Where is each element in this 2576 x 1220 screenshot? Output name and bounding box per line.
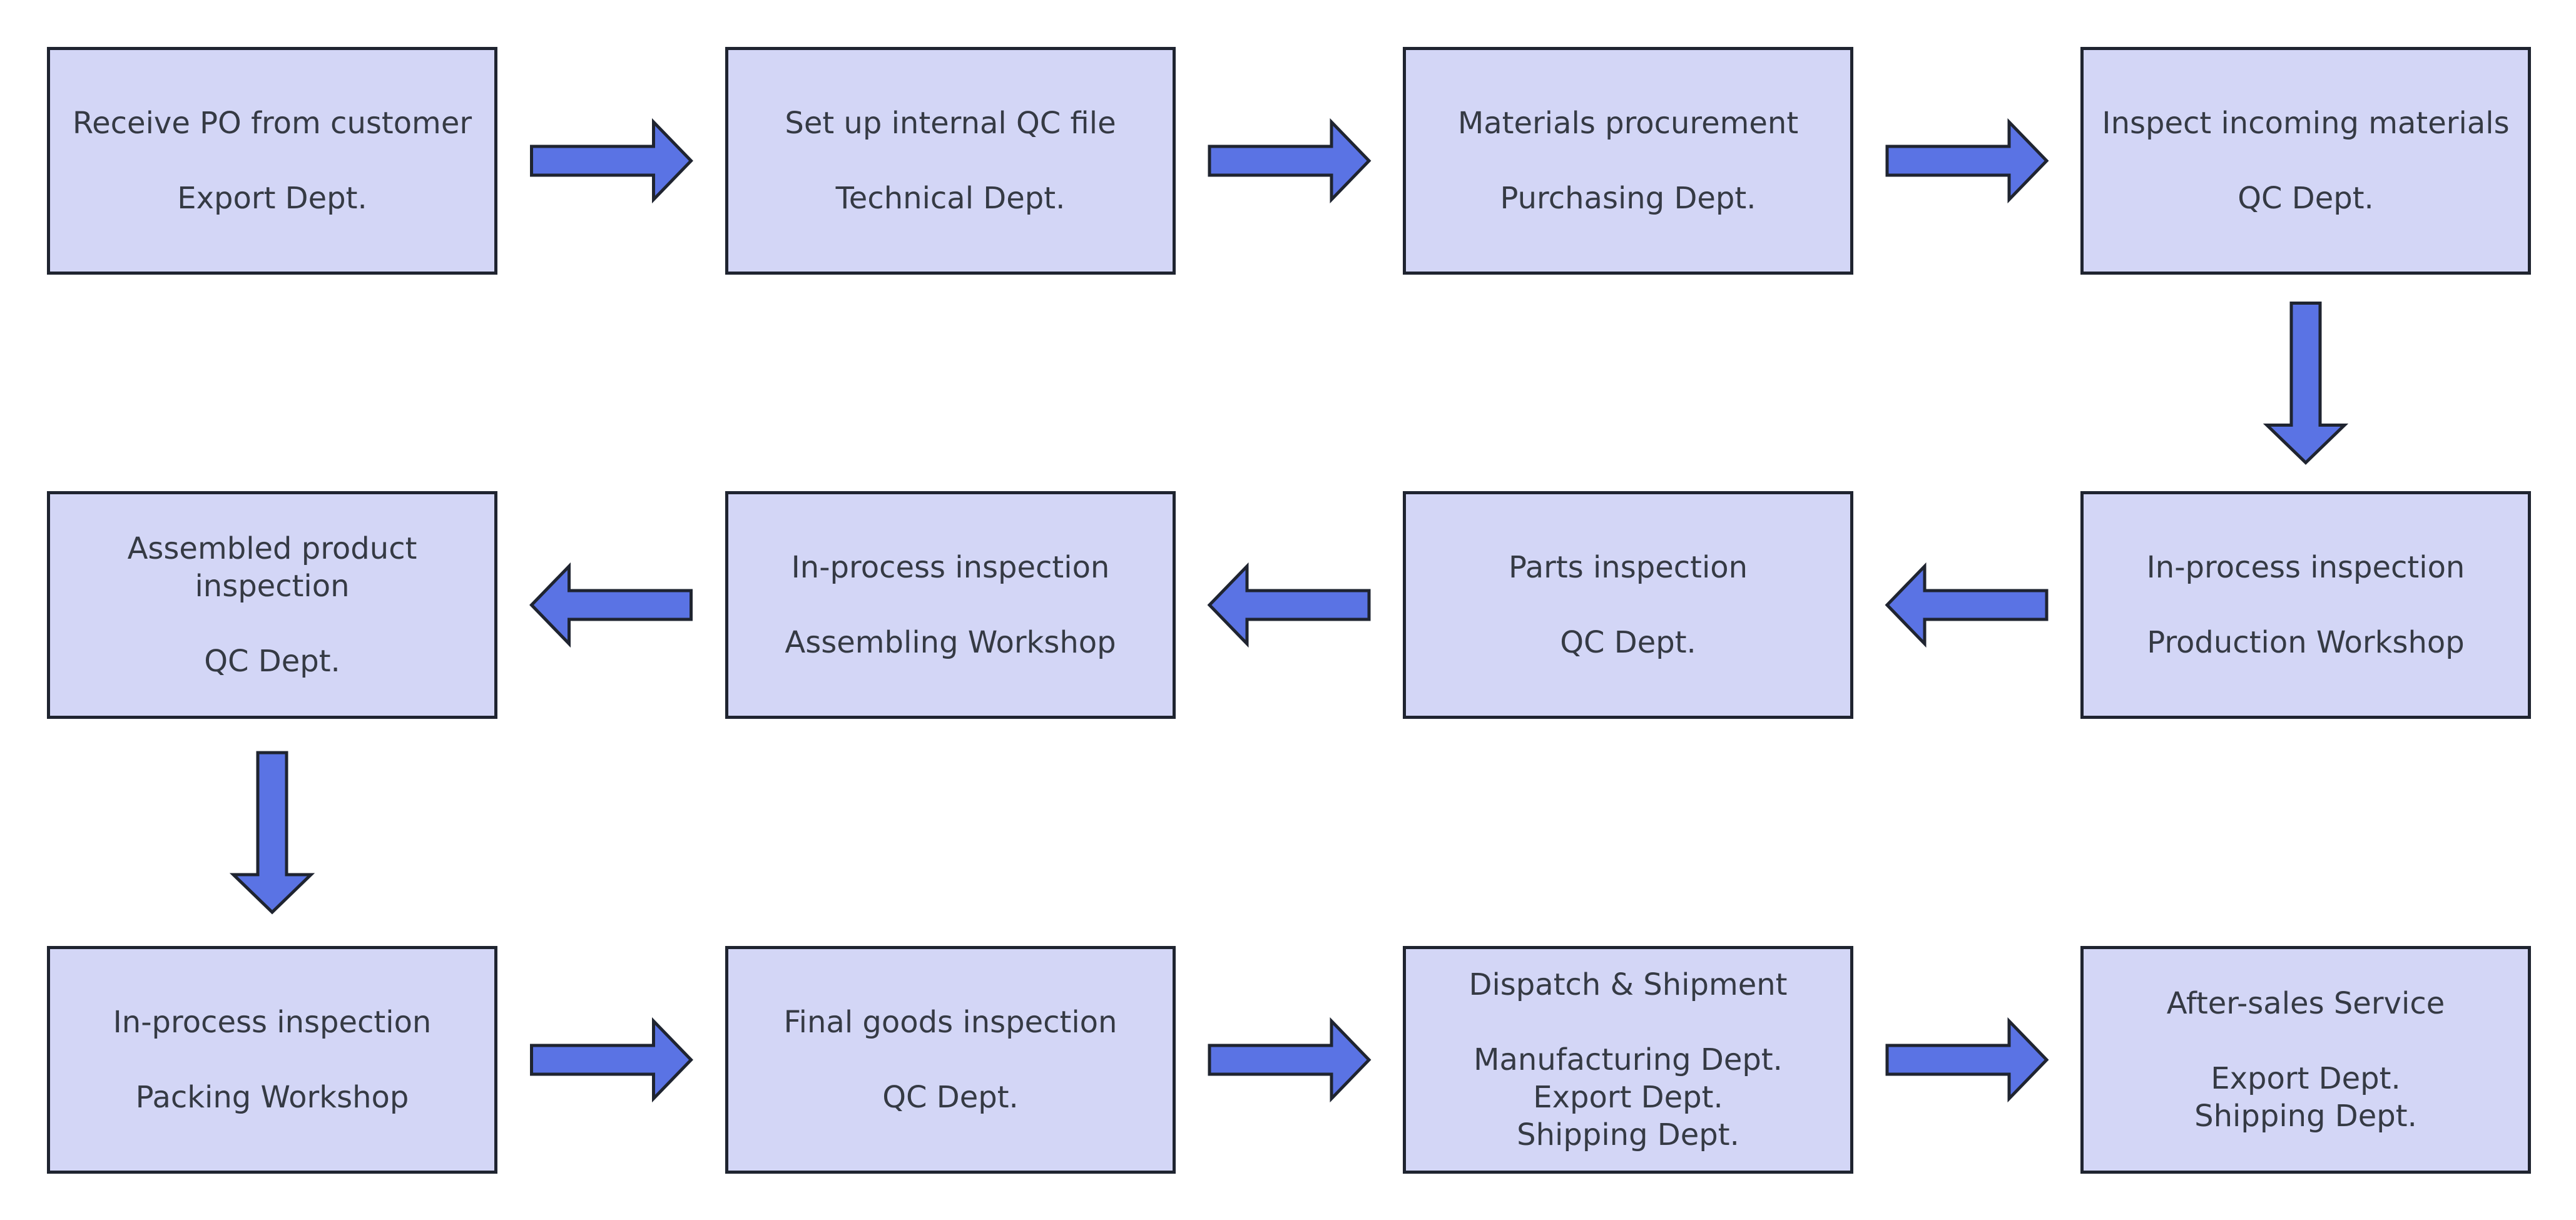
step-title: Dispatch & Shipment <box>1469 967 1788 1002</box>
step-title: Receive PO from customer <box>72 106 472 141</box>
step-title: Final goods inspection <box>783 1005 1117 1040</box>
step-department: Export Dept. <box>2211 1061 2401 1096</box>
step-department: Shipping Dept. <box>1517 1117 1739 1152</box>
step-title: Inspect incoming materials <box>2102 106 2510 141</box>
step-department: Manufacturing Dept. <box>1474 1042 1783 1077</box>
step-department: QC Dept. <box>1560 625 1696 660</box>
step-title: Set up internal QC file <box>785 106 1116 141</box>
arrow-left-icon <box>1207 562 1371 648</box>
step-title: In-process inspection <box>2146 550 2465 585</box>
step-title: inspection <box>195 569 350 604</box>
step-department: QC Dept. <box>882 1080 1019 1115</box>
step-department: QC Dept. <box>2237 181 2374 216</box>
step-department: QC Dept. <box>204 644 340 679</box>
step-title: In-process inspection <box>113 1005 432 1040</box>
step-department: Shipping Dept. <box>2194 1099 2417 1134</box>
arrow-right-icon <box>1208 1017 1372 1103</box>
step-department: Production Workshop <box>2147 625 2465 660</box>
step-title: Assembled product <box>127 531 417 566</box>
process-step-box: Inspect incoming materials QC Dept. <box>2080 47 2531 275</box>
arrow-down-icon <box>229 751 315 915</box>
arrow-right-icon <box>1885 1017 2049 1103</box>
step-title: After-sales Service <box>2166 986 2445 1021</box>
process-step-box: Parts inspection QC Dept. <box>1403 491 1853 719</box>
step-department: Technical Dept. <box>835 181 1066 216</box>
arrow-right-icon <box>1208 118 1372 204</box>
arrow-left-icon <box>1885 562 2049 648</box>
arrow-right-icon <box>530 1017 693 1103</box>
step-department: Export Dept. <box>177 181 367 216</box>
step-department: Export Dept. <box>1533 1080 1723 1115</box>
arrow-down-icon <box>2263 302 2349 465</box>
step-title: Materials procurement <box>1457 106 1799 141</box>
step-department: Packing Workshop <box>135 1080 409 1115</box>
arrow-right-icon <box>1885 118 2049 204</box>
arrow-right-icon <box>530 118 693 204</box>
arrow-left-icon <box>529 562 693 648</box>
step-title: In-process inspection <box>791 550 1110 585</box>
step-department: Purchasing Dept. <box>1500 181 1756 216</box>
step-title: Parts inspection <box>1508 550 1748 585</box>
step-department: Assembling Workshop <box>785 625 1116 660</box>
process-step-box: Final goods inspection QC Dept. <box>725 946 1176 1174</box>
